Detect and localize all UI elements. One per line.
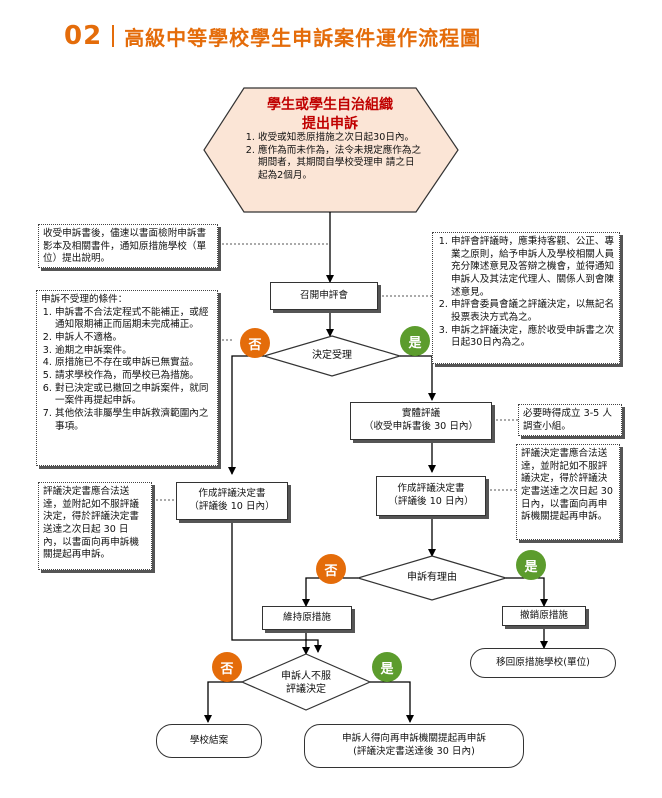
dissatisfied-line2: 評議決定 [286, 684, 326, 695]
decision-mid-line1: 作成評議決定書 [397, 483, 465, 495]
note-not-accept: 申訴不受理的條件： 申訴書不合法定程式不能補正，或經通知限期補正而屆期未完成補正… [36, 290, 218, 466]
not-accept-item: 其他依法非屬學生申訴救濟範圍內之事項。 [55, 408, 213, 433]
badge-no-reason: 否 [316, 554, 346, 584]
committee-rule: 申評會委員會議之評議決定，以無記名投票表決方式為之。 [451, 299, 615, 324]
decision-dissatisfied-diamond [240, 653, 372, 711]
decision-left-line2: （評議後 10 日內） [189, 501, 275, 512]
not-accept-title: 申訴不受理的條件： [41, 294, 128, 305]
substantive-line1: 實體評議 [401, 408, 441, 420]
decision-reason-diamond [355, 555, 509, 601]
re-appeal-line1: 申訴人得向再申訴機關提起再申訴 [342, 733, 486, 745]
committee-rule: 申訴之評議決定，應於收受申訴書之次日起30日內為之。 [451, 325, 615, 350]
not-accept-item: 對已決定或已撤回之申訴案件，就同一案件再提起申訴。 [55, 383, 213, 408]
decide-reason-label: 申訴有理由 [407, 572, 457, 583]
school-close-box: 學校結案 [156, 724, 262, 758]
start-node-title: 學生或學生自治組織 提出申訴 [250, 96, 410, 134]
school-close-label: 學校結案 [189, 734, 229, 746]
maintain-measure-box: 維持原措施 [262, 606, 352, 630]
substantive-review-box: 實體評議 （收受申訴書後 30 日內） [350, 402, 492, 440]
decision-document-mid: 作成評議決定書 （評議後 10 日內） [376, 476, 486, 516]
decision-mid-line2: （評議後 10 日內） [388, 496, 474, 507]
dissatisfied-line1: 申訴人不服 [281, 671, 331, 682]
decision-left-line1: 作成評議決定書 [198, 488, 266, 500]
decision-document-left: 作成評議決定書 （評議後 10 日內） [176, 482, 288, 520]
decide-dissatisfied-label: 申訴人不服 評議決定 [262, 670, 350, 696]
re-appeal-box: 申訴人得向再申訴機關提起再申訴 (評議決定書送達後 30 日內) [304, 724, 524, 768]
note-committee: 申評會評議時，應秉持客觀、公正、專業之原則，給予申訴人及學校相關人員充分陳述意見… [432, 232, 620, 364]
note-right-delivery-text: 評議決定書應合法送達，並附記如不服評議決定，得於評議決定書送達之次日起 30 日… [521, 448, 614, 523]
decision-accept-diamond [261, 335, 403, 377]
badge-yes-accept: 是 [400, 326, 430, 356]
note-investigate: 必要時得成立 3-5 人調查小組。 [518, 404, 622, 436]
return-to-school-box: 移回原措施學校(單位) [470, 648, 616, 678]
start-condition: 應作為而未作為，法令未規定應作為之期間者，其期間自學校受理申 請之日起為2個月。 [258, 145, 422, 183]
start-conditions: 收受或知悉原措施之次日起30日內。 應作為而未作為，法令未規定應作為之期間者，其… [244, 132, 422, 183]
start-condition: 收受或知悉原措施之次日起30日內。 [258, 132, 422, 145]
title-divider [112, 25, 115, 47]
note-left-delivery-text: 評議決定書應合法送達，並附記如不服評議決定，得於評議決定書送達之次日起 30 日… [43, 486, 139, 561]
note-investigate-text: 必要時得成立 3-5 人調查小組。 [523, 408, 612, 432]
badge-yes-reason: 是 [516, 550, 546, 580]
not-accept-item: 逾期之申訴案件。 [55, 345, 213, 358]
convene-committee-box: 召開申評會 [270, 282, 378, 310]
start-title-line1: 學生或學生自治組織 [267, 97, 393, 113]
arrow-left-decision-down [231, 520, 322, 653]
arrow-dissatisfied-yes [370, 681, 414, 723]
badge-yes-dissatisfied: 是 [372, 652, 402, 682]
page-header: 02 高級中等學校學生申訴案件運作流程圖 [64, 18, 481, 54]
decide-accept-label: 決定受理 [312, 350, 352, 361]
start-title-line2: 提出申訴 [302, 115, 358, 132]
page-title: 高級中等學校學生申訴案件運作流程圖 [124, 25, 482, 50]
arrow-dissatisfied-no [204, 681, 242, 723]
note-right-delivery: 評議決定書應合法送達，並附記如不服評議決定，得於評議決定書送達之次日起 30 日… [516, 444, 620, 540]
arrow-accept-no [228, 355, 264, 475]
substantive-line2: （收受申訴書後 30 日內） [363, 421, 479, 432]
section-number: 02 [64, 21, 103, 51]
not-accept-item: 申訴人不適格。 [55, 332, 213, 345]
convene-label: 召開申評會 [300, 289, 348, 301]
badge-no-dissatisfied: 否 [212, 652, 242, 682]
arrow-reason-yes [506, 577, 548, 607]
note-left-delivery: 評議決定書應合法送達，並附記如不服評議決定，得於評議決定書送達之次日起 30 日… [38, 482, 152, 570]
maintain-label: 維持原措施 [283, 611, 331, 623]
note-receive-text: 收受申訴書後，儘速以書面檢附申訴書影本及相關書件，通知原措施學校（單位）提出說明… [43, 228, 207, 265]
committee-rule: 申評會評議時，應秉持客觀、公正、專業之原則，給予申訴人及學校相關人員充分陳述意見… [451, 236, 615, 299]
badge-no-accept: 否 [240, 328, 270, 358]
not-accept-item: 原措施已不存在或申訴已無實益。 [55, 357, 213, 370]
return-label: 移回原措施學校(單位) [496, 656, 590, 668]
revoke-measure-box: 撤銷原措施 [502, 606, 586, 626]
not-accept-item: 請求學校作為，而學校已為措施。 [55, 370, 213, 383]
re-appeal-line2: (評議決定書送達後 30 日內) [353, 746, 475, 757]
revoke-label: 撤銷原措施 [520, 609, 568, 621]
note-receive: 收受申訴書後，儘速以書面檢附申訴書影本及相關書件，通知原措施學校（單位）提出說明… [38, 224, 218, 268]
not-accept-item: 申訴書不合法定程式不能補正，或經通知限期補正而屆期未完成補正。 [55, 307, 213, 332]
start-hexagon [203, 87, 459, 213]
arrow-accept-yes [400, 355, 436, 401]
